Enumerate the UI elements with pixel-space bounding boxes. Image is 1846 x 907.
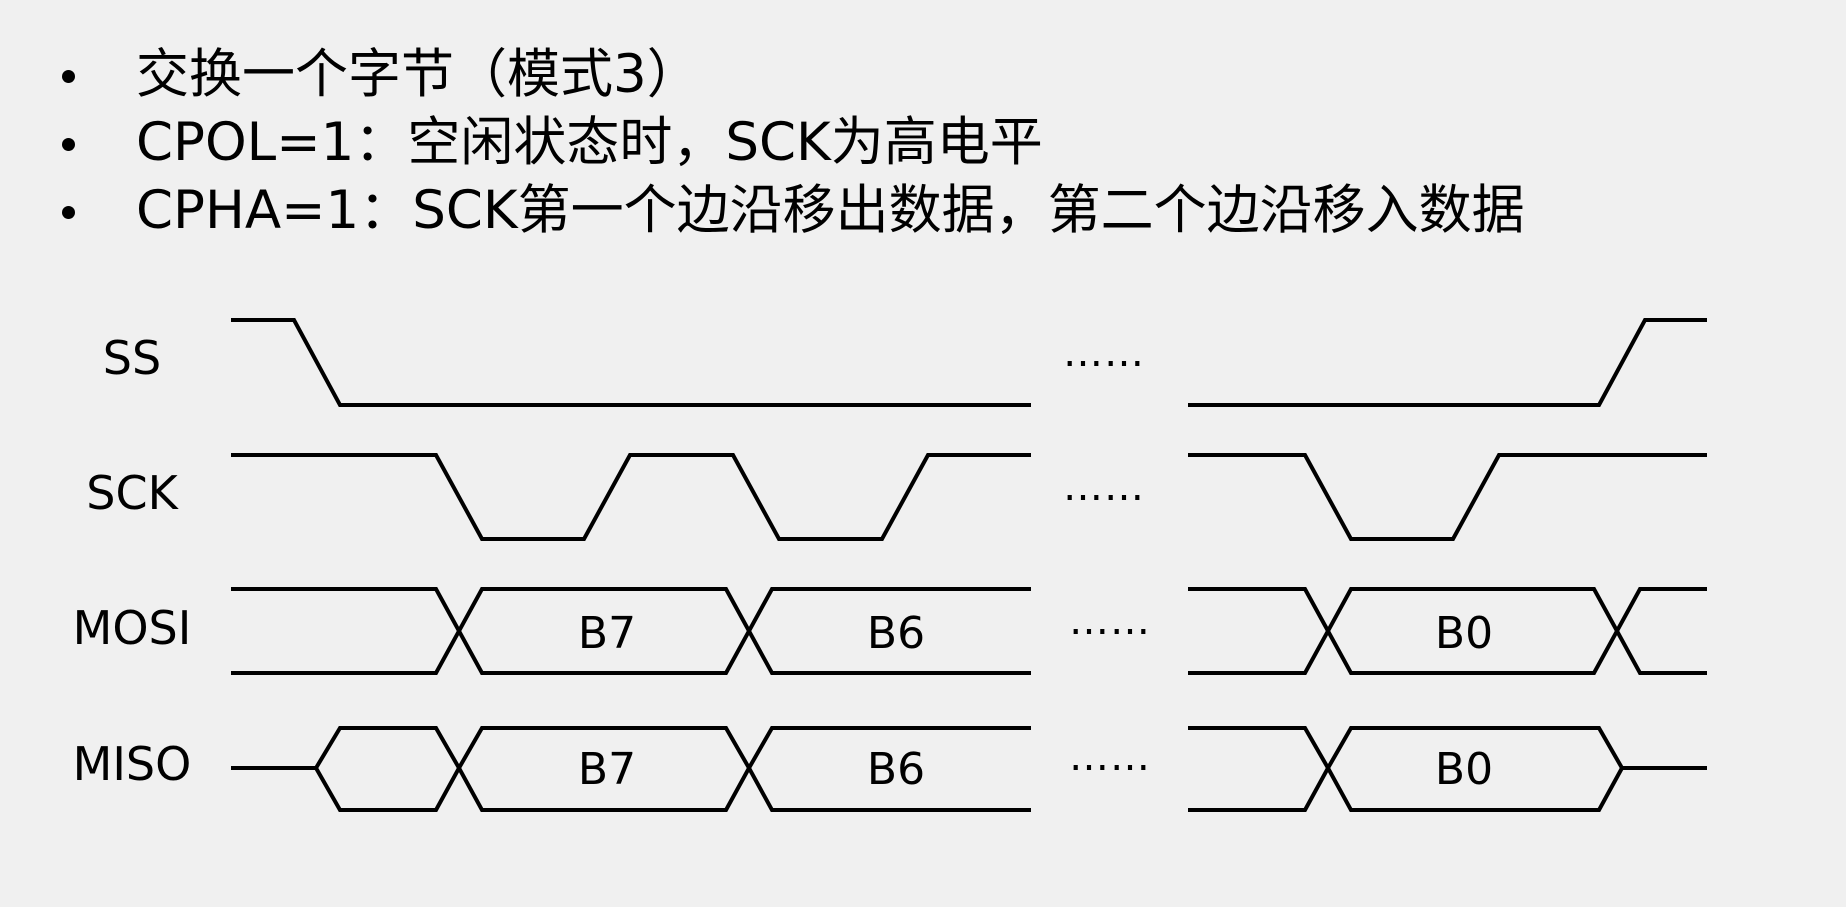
bullet-item-cpha: CPHA=1：SCK第一个边沿移出数据，第二个边沿移入数据 bbox=[0, 176, 1700, 246]
signal-label-miso: MISO bbox=[73, 737, 192, 791]
bullet-text-mode: 交换一个字节（模式3） bbox=[136, 44, 700, 105]
mosi-wave-top-left bbox=[231, 587, 1031, 636]
bullet-item-mode: 交换一个字节（模式3） bbox=[0, 40, 1700, 110]
bullet-item-cpol: CPOL=1：空闲状态时，SCK为高电平 bbox=[0, 108, 1700, 178]
ss-wave-left bbox=[231, 318, 1031, 407]
bullet-dot-icon bbox=[62, 138, 75, 151]
ellipsis-mosi: …… bbox=[1069, 598, 1151, 644]
miso-wave-bottom-left bbox=[314, 763, 1031, 812]
ellipsis-sck: …… bbox=[1063, 464, 1145, 510]
mosi-wave-bottom-left bbox=[231, 626, 1031, 675]
bullet-text-cpha: CPHA=1：SCK第一个边沿移出数据，第二个边沿移入数据 bbox=[136, 180, 1525, 241]
ellipsis-ss: …… bbox=[1063, 330, 1145, 376]
mosi-byte-b7: B7 bbox=[578, 608, 636, 659]
bullet-text-cpol: CPOL=1：空闲状态时，SCK为高电平 bbox=[136, 112, 1043, 173]
miso-byte-b6: B6 bbox=[867, 744, 925, 795]
miso-byte-b7: B7 bbox=[578, 744, 636, 795]
bullet-dot-icon bbox=[62, 70, 75, 83]
ellipsis-miso: …… bbox=[1069, 734, 1151, 780]
signal-label-ss: SS bbox=[103, 331, 161, 385]
mosi-wave-bottom-right bbox=[1188, 626, 1707, 675]
ss-wave-right bbox=[1188, 318, 1707, 407]
mosi-byte-b6: B6 bbox=[867, 608, 925, 659]
signal-label-sck: SCK bbox=[86, 466, 179, 520]
signal-label-mosi: MOSI bbox=[73, 601, 192, 655]
mosi-wave-top-right bbox=[1188, 587, 1707, 636]
sck-wave-left bbox=[231, 453, 1031, 541]
miso-byte-b0: B0 bbox=[1435, 744, 1493, 795]
bullet-list: 交换一个字节（模式3） CPOL=1：空闲状态时，SCK为高电平 CPHA=1：… bbox=[0, 0, 1846, 260]
miso-wave-top-left bbox=[231, 726, 1031, 773]
mosi-byte-b0: B0 bbox=[1435, 608, 1493, 659]
miso-wave-bottom-right bbox=[1188, 763, 1624, 812]
sck-wave-right bbox=[1188, 453, 1707, 541]
bullet-dot-icon bbox=[62, 206, 75, 219]
